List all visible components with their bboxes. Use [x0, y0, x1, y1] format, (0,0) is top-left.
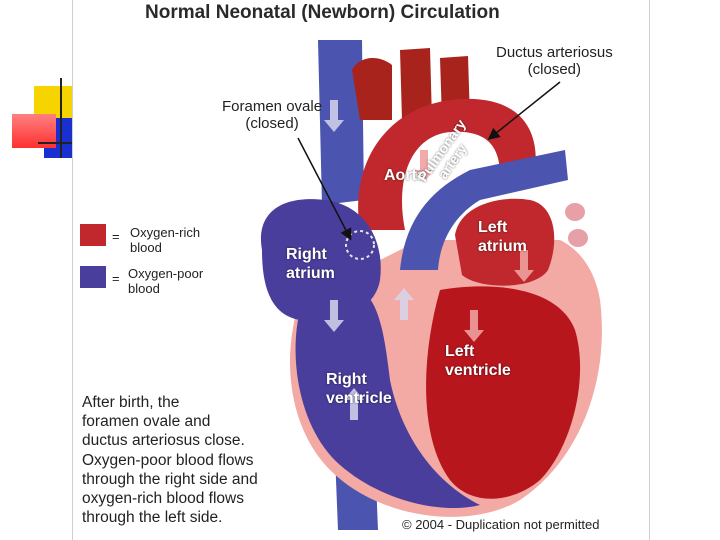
left-atrium-label: Left atrium: [478, 218, 527, 256]
oxygen-poor-equals: =: [112, 271, 120, 286]
foramen-ovale-marker: [345, 230, 375, 260]
oxygen-rich-equals: =: [112, 229, 120, 244]
oxygen-poor-line2: blood: [128, 281, 160, 296]
caption-line: Oxygen-poor blood flows: [82, 451, 254, 469]
left-atrium-line1: Left: [478, 219, 508, 236]
aortic-branch-1: [352, 58, 392, 120]
foramen-ovale-pointer: [297, 137, 352, 241]
caption-line: After birth, the: [82, 394, 180, 411]
slide-decoration-horizontal-line: [38, 142, 84, 144]
pulmonary-vein-2: [568, 229, 588, 247]
caption-line: through the left side.: [82, 509, 223, 527]
aortic-branch-2: [400, 48, 432, 120]
ductus-arteriosus-line2: (closed): [527, 61, 582, 78]
aorta-label: Aorta: [384, 167, 426, 184]
pulmonary-vein-1: [565, 203, 585, 221]
right-ventricle-label: Right ventricle: [326, 370, 392, 408]
caption: After birth, the foramen ovale and ductu…: [82, 393, 258, 527]
ductus-arteriosus-pointer: [487, 81, 561, 140]
oxygen-rich-swatch: [80, 224, 106, 246]
left-atrium: [455, 198, 555, 286]
left-ventricle-label: Left ventricle: [445, 342, 511, 380]
oxygen-rich-line2: blood: [130, 240, 162, 255]
foramen-ovale-line2: (closed): [245, 115, 299, 132]
left-ventricle-line1: Left: [445, 343, 475, 360]
caption-line: oxygen-rich blood flows: [82, 490, 244, 508]
ductus-arteriosus-callout: Ductus arteriosus (closed): [496, 44, 613, 78]
oxygen-rich-line1: Oxygen-rich: [130, 225, 201, 240]
left-atrium-line2: atrium: [478, 238, 527, 255]
right-atrium-label: Right atrium: [286, 245, 335, 283]
right-atrium-line1: Right: [286, 246, 327, 263]
right-ventricle-line1: Right: [326, 371, 367, 388]
left-ventricle-line2: ventricle: [445, 362, 511, 379]
diagram-title: Normal Neonatal (Newborn) Circulation: [145, 2, 500, 23]
slide-decoration-vertical-line: [60, 78, 62, 158]
oxygen-poor-swatch: [80, 266, 106, 288]
right-atrium-line2: atrium: [286, 265, 335, 282]
flow-arrows: [324, 100, 414, 420]
caption-line: foramen ovale and: [82, 413, 211, 431]
caption-line: ductus arteriosus close.: [82, 432, 245, 450]
caption-line: through the right side and: [82, 470, 258, 488]
right-ventricle: [295, 290, 480, 509]
oxygen-poor-label: Oxygen-poor blood: [128, 266, 203, 296]
oxygenated-flow-arrows: [414, 150, 534, 342]
oxygen-poor-line1: Oxygen-poor: [128, 266, 204, 281]
right-ventricle-line2: ventricle: [326, 390, 392, 407]
foramen-ovale-callout: Foramen ovale (closed): [222, 98, 322, 132]
copyright-notice: © 2004 - Duplication not permitted: [402, 517, 600, 532]
oxygen-rich-label: Oxygen-rich blood: [130, 225, 200, 255]
pulmonary-artery: [400, 150, 568, 270]
foramen-ovale-line1: Foramen ovale: [222, 98, 323, 115]
left-ventricle: [426, 286, 581, 499]
ductus-arteriosus-line1: Ductus arteriosus: [496, 44, 613, 61]
